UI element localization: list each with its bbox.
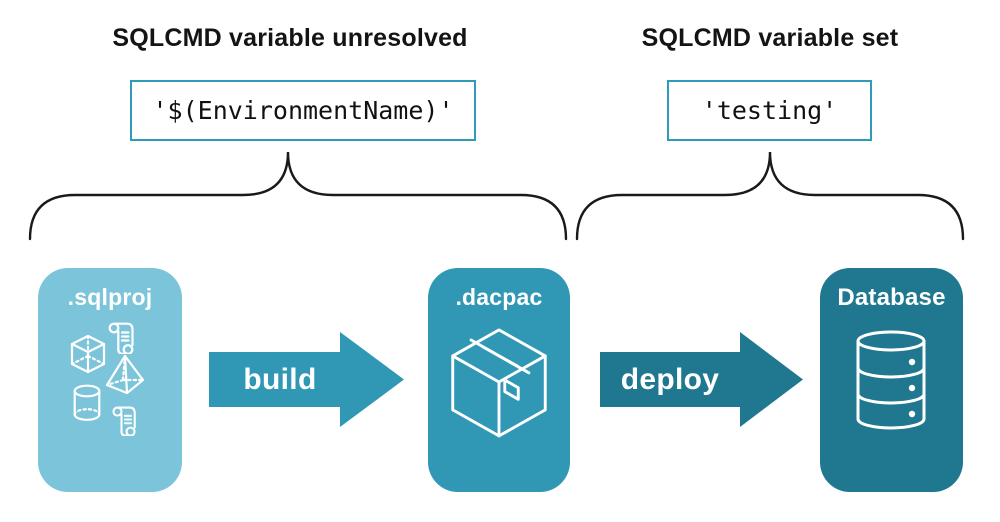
node-database-label: Database [837, 284, 946, 311]
curly-brace-right [575, 151, 965, 241]
database-icon [856, 330, 926, 430]
build-arrow [209, 332, 404, 427]
heading-sqlcmd-unresolved: SQLCMD variable unresolved [112, 24, 468, 52]
deploy-arrow [600, 332, 803, 427]
deploy-arrow-label: deploy [620, 363, 720, 396]
heading-sqlcmd-set: SQLCMD variable set [641, 24, 899, 52]
cylinder-icon [73, 384, 101, 421]
build-arrow-label: build [243, 363, 317, 396]
package-box-icon [451, 328, 547, 438]
node-dacpac-label: .dacpac [455, 284, 543, 310]
database-dot [908, 410, 916, 418]
database-dot [908, 358, 916, 366]
database-dot [908, 384, 916, 392]
pyramid-icon [105, 354, 145, 395]
node-sqlproj-label: .sqlproj [67, 284, 153, 310]
node-database: Database [820, 268, 963, 492]
scroll-script-icon [108, 322, 134, 354]
node-dacpac: .dacpac [428, 268, 570, 492]
code-value-environment-name: '$(EnvironmentName)' [130, 80, 476, 141]
cube-icon [70, 334, 106, 374]
code-value-testing: 'testing' [667, 80, 872, 141]
curly-brace-left [28, 151, 568, 241]
node-sqlproj: .sqlproj [38, 268, 182, 492]
scroll-script-icon [112, 406, 136, 436]
